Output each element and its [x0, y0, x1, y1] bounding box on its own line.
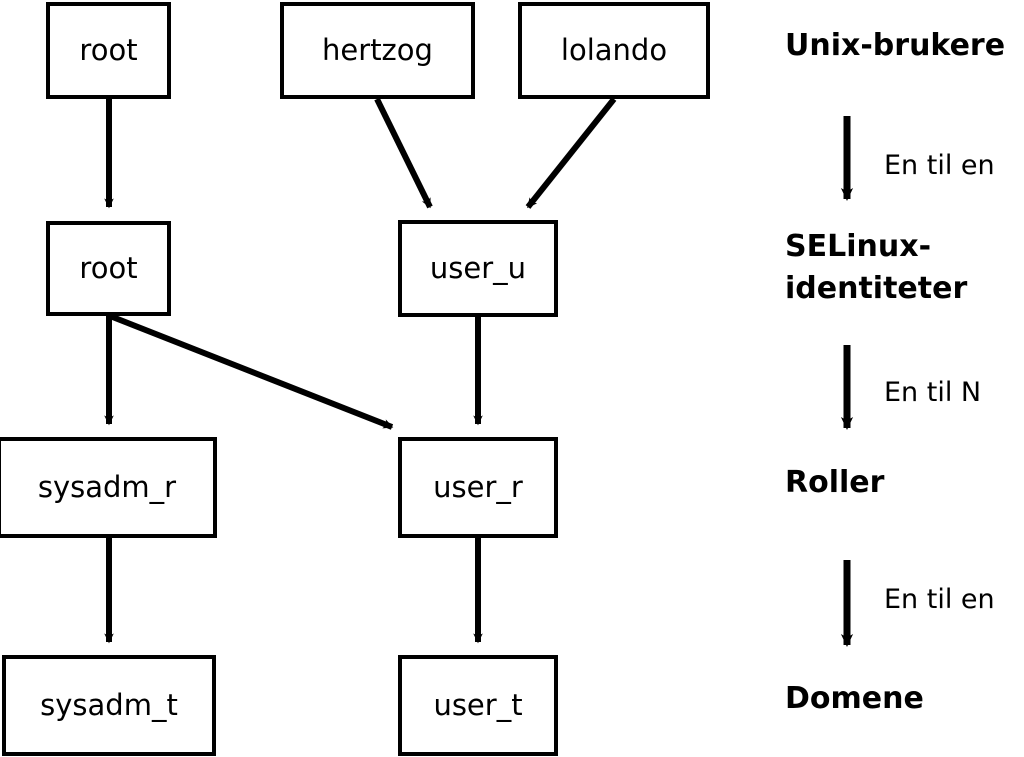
node-dom-sysadm-t[interactable]: sysadm_t	[2, 655, 216, 756]
legend-layer-selinux-identities-line1: SELinux-	[785, 229, 932, 264]
legend-relation-role-to-domain: En til en	[884, 584, 995, 615]
node-label: sysadm_t	[40, 688, 178, 722]
legend-layer-domains: Domene	[785, 681, 924, 716]
node-label: root	[79, 33, 138, 67]
node-role-user-r[interactable]: user_r	[398, 437, 558, 538]
node-seid-root[interactable]: root	[46, 221, 171, 316]
edge-hertzog-to-user_u	[374, 97, 433, 209]
node-unix-hertzog[interactable]: hertzog	[280, 2, 475, 99]
node-label: user_u	[429, 251, 527, 285]
legend-relation-identity-to-role: En til N	[884, 377, 982, 408]
node-label: user_t	[433, 688, 523, 722]
node-unix-lolando[interactable]: lolando	[518, 2, 710, 99]
legend-layer-selinux-identities-line2: identiteter	[785, 271, 968, 306]
legend-layer-roles: Roller	[785, 465, 885, 500]
node-dom-user-t[interactable]: user_t	[398, 655, 558, 756]
node-label: hertzog	[322, 33, 433, 67]
node-label: sysadm_r	[37, 470, 177, 504]
node-seid-user-u[interactable]: user_u	[398, 220, 558, 317]
node-role-sysadm-r[interactable]: sysadm_r	[0, 437, 217, 538]
node-label: user_r	[433, 470, 523, 504]
node-label: lolando	[560, 33, 668, 67]
node-label: root	[79, 251, 138, 285]
legend-relation-unix-to-identity: En til en	[884, 150, 995, 181]
edge-lolando-to-user_u	[525, 97, 617, 209]
legend-layer-unix-users: Unix-brukere	[785, 28, 1006, 63]
node-unix-root[interactable]: root	[46, 2, 171, 99]
edge-seid-root-to-user_r	[108, 313, 394, 430]
